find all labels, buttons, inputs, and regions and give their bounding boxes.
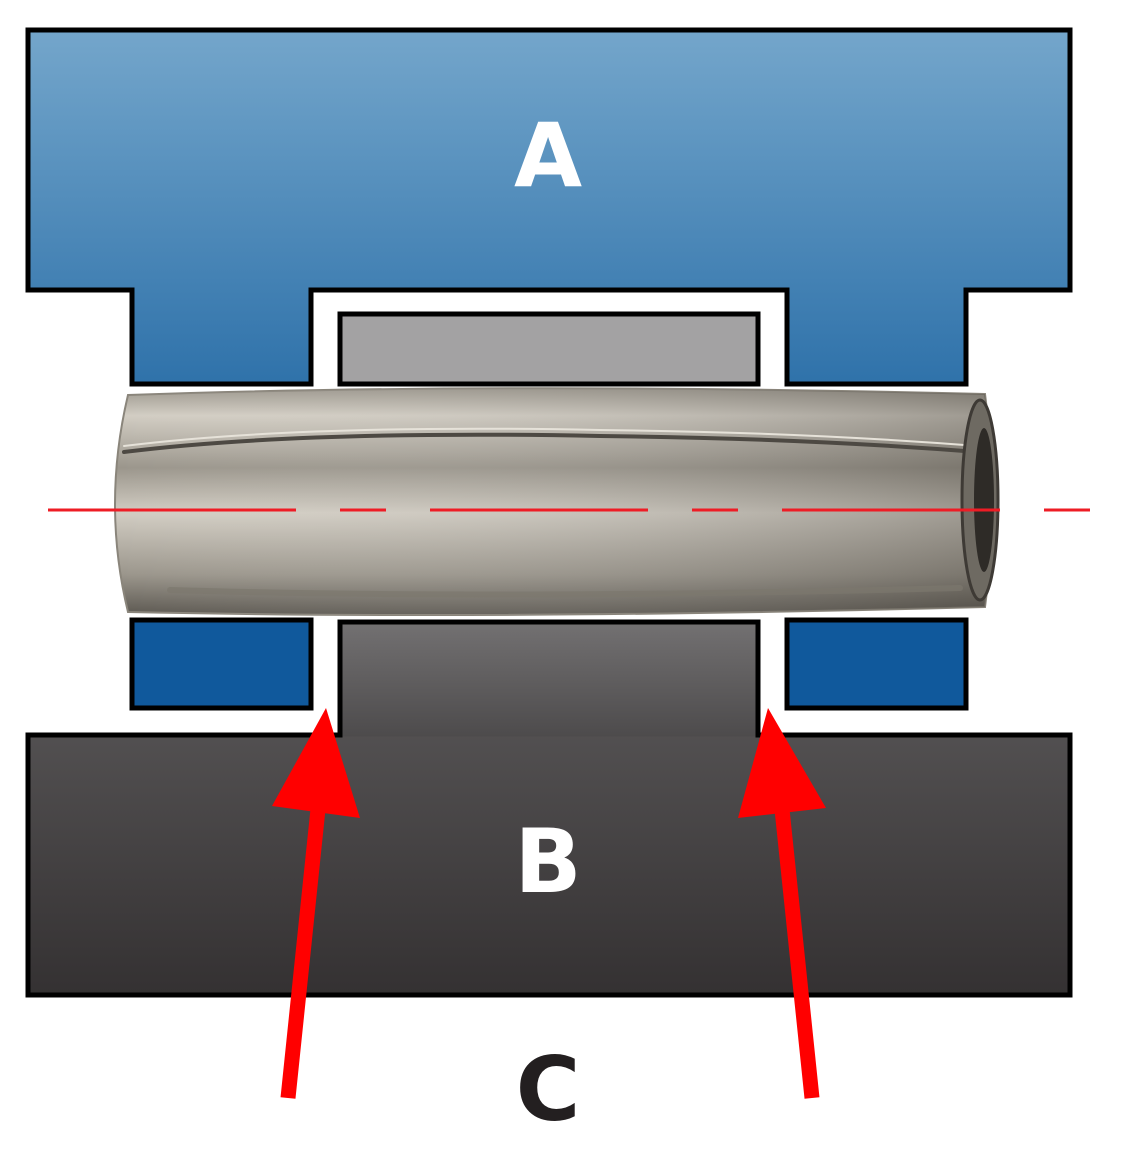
right-arrow-head bbox=[738, 708, 826, 818]
left-arrow-shaft bbox=[280, 789, 328, 1099]
label-c: C bbox=[516, 1038, 581, 1141]
label-a: A bbox=[514, 104, 582, 207]
pin-lower-groove bbox=[167, 585, 963, 598]
left-arrow-head bbox=[272, 708, 360, 818]
upper-die-block-a bbox=[25, 27, 1073, 387]
right-arrow-shaft bbox=[772, 789, 820, 1099]
pin-slot-line bbox=[122, 432, 980, 454]
upper-gray-insert bbox=[337, 311, 761, 387]
base-block-b bbox=[25, 619, 1073, 998]
right-force-arrow bbox=[738, 708, 826, 1099]
central-support-post bbox=[342, 624, 756, 737]
left-force-arrow bbox=[272, 708, 360, 1099]
label-b: B bbox=[514, 810, 581, 913]
pin-end-shading bbox=[115, 388, 993, 616]
pin-end-bore-inner bbox=[974, 428, 994, 572]
lower-left-clamp bbox=[129, 617, 314, 711]
spring-pin bbox=[114, 387, 1000, 617]
pin-slot-highlight bbox=[123, 427, 979, 447]
lower-right-clamp bbox=[784, 617, 969, 711]
